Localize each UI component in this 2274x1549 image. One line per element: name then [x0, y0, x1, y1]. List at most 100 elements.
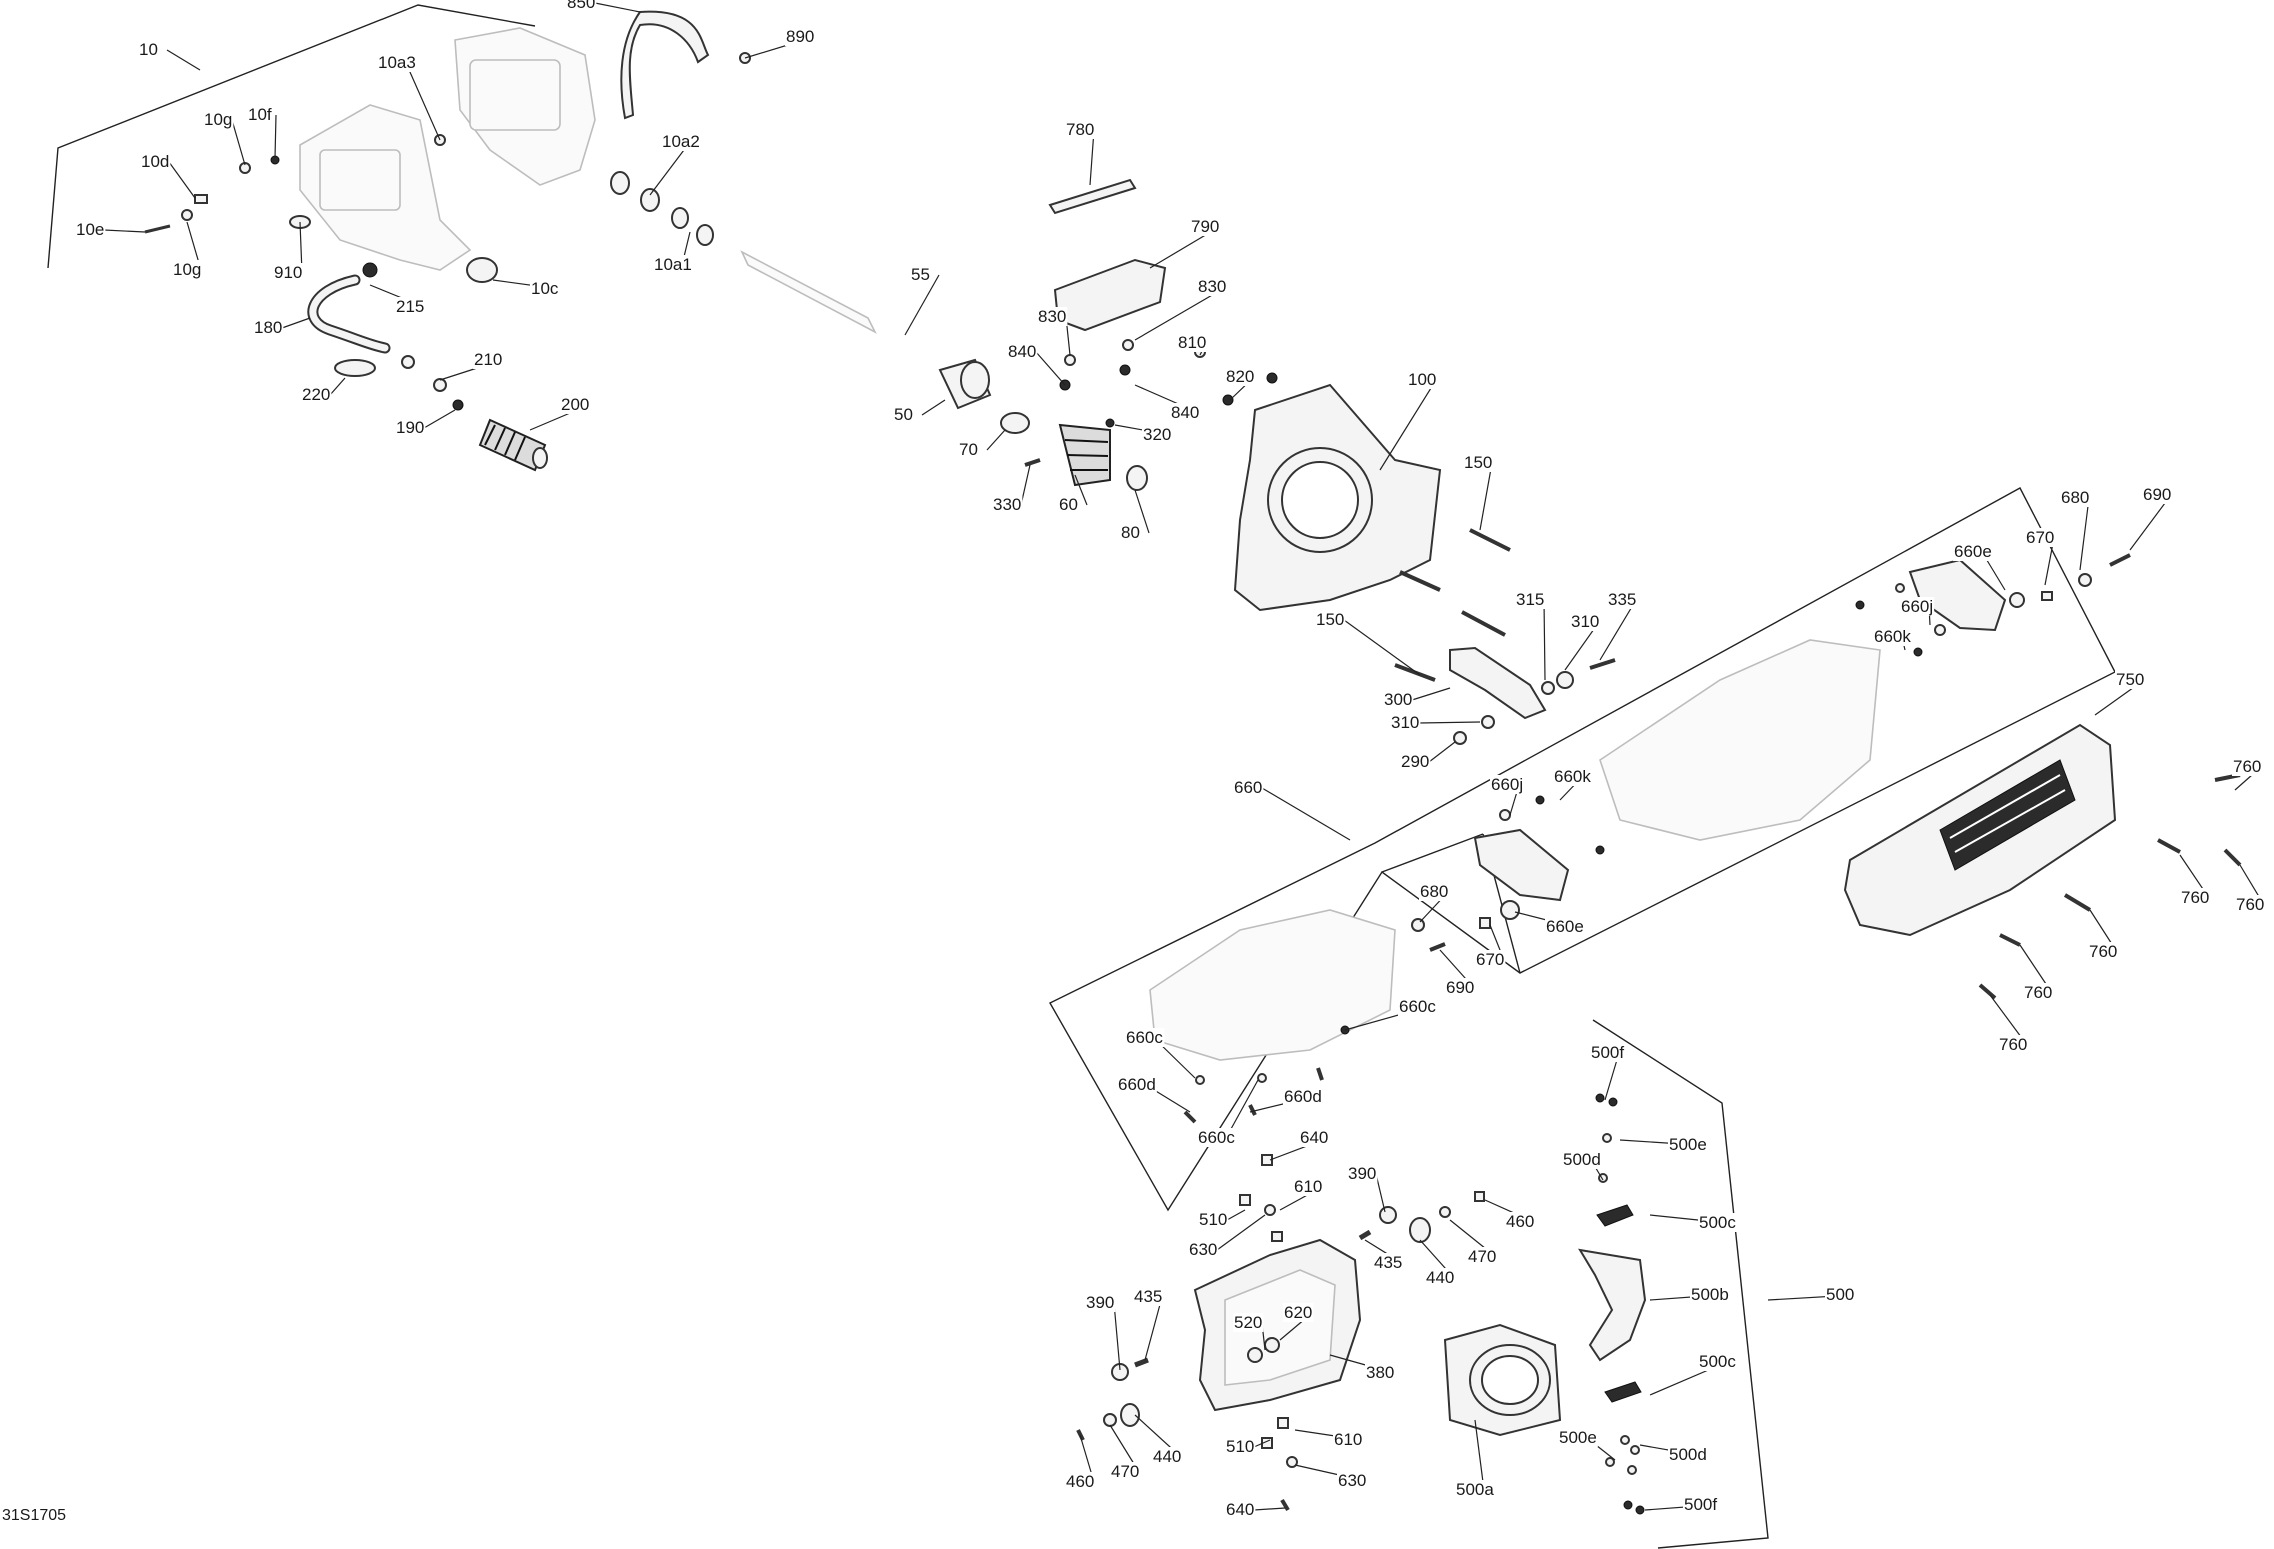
leader-line [904, 274, 940, 336]
callout-c-690-m: 690 [1439, 949, 1476, 997]
callout-c-670-r: 670 [2025, 528, 2056, 586]
callout-label: 60 [1059, 495, 1078, 514]
callout-label-bg [2180, 888, 2211, 907]
callout-c-890: 890 [744, 27, 816, 59]
drive-shaft-ghost [740, 250, 877, 334]
callout-label: 850 [567, 0, 595, 12]
callout-label: 500b [1691, 1285, 1729, 1304]
callout-label-bg [1505, 1212, 1536, 1231]
callout-c-10g-bot: 10g [172, 221, 203, 279]
callout-label: 190 [396, 418, 424, 437]
callout-label-bg [1188, 1240, 1219, 1259]
callout-label: 660e [1954, 542, 1992, 561]
leader-line [281, 317, 311, 329]
callout-c-510-t: 510 [1198, 1209, 1246, 1229]
callout-label-bg [1683, 1495, 1719, 1514]
figure-reference: 31S1705 [2, 1507, 66, 1524]
callout-label-bg [1117, 1075, 1157, 1094]
callout-label: 390 [1086, 1293, 1114, 1312]
callout-c-760-4: 760 [2088, 909, 2119, 961]
housing-100 [1233, 383, 1442, 612]
frame-660-inner-1 [1381, 833, 1484, 873]
callout-label-bg [1333, 1430, 1364, 1449]
callout-label: 660k [1554, 767, 1591, 786]
callout-c-460-t: 460 [1484, 1199, 1536, 1231]
leader-line [1261, 787, 1351, 841]
callout-label-bg [1998, 1035, 2029, 1054]
callout-label-bg [2025, 528, 2056, 547]
callout-label-bg [1455, 1480, 1496, 1499]
callout-label-bg [1065, 1472, 1096, 1491]
callout-c-310-b: 310 [1390, 713, 1481, 732]
callout-label: 830 [1198, 277, 1226, 296]
callout-label-bg [1085, 1293, 1116, 1312]
callout-label: 610 [1294, 1177, 1322, 1196]
callout-c-630-b: 630 [1294, 1464, 1368, 1490]
callout-label: 660c [1198, 1128, 1235, 1147]
callout-c-435-t: 435 [1364, 1239, 1404, 1272]
callout-label: 810 [1178, 333, 1206, 352]
callout-label: 200 [561, 395, 589, 414]
lever-300 [1449, 646, 1547, 720]
engine-block-ghost [299, 27, 596, 271]
callout-label: 500e [1669, 1135, 1707, 1154]
callout-label: 440 [1153, 1447, 1181, 1466]
callout-c-440-t: 440 [1419, 1239, 1456, 1287]
callout-c-10a1: 10a1 [653, 231, 693, 274]
clamp-70 [1000, 412, 1030, 434]
leader-line [1020, 464, 1031, 506]
leader-line [1253, 1507, 1286, 1511]
callout-label-bg [2023, 983, 2054, 1002]
callout-c-640-b: 640 [1225, 1500, 1286, 1519]
callout-label: 390 [1348, 1164, 1376, 1183]
leader-line [921, 399, 946, 416]
callout-c-840-b: 840 [1134, 384, 1201, 422]
leader-line [231, 119, 246, 166]
callout-c-435-l: 435 [1133, 1287, 1164, 1361]
callout-c-660c-b: 660c [1197, 1079, 1259, 1147]
callout-label: 750 [2116, 670, 2144, 689]
callout-c-440-l: 440 [1134, 1414, 1183, 1466]
callout-c-910: 910 [273, 221, 304, 282]
callout-label-bg [1007, 342, 1038, 361]
callout-label: 660d [1284, 1087, 1322, 1106]
callout-c-520: 520 [1233, 1313, 1266, 1351]
callout-label-bg [2060, 488, 2091, 507]
callout-label: 10a3 [378, 53, 416, 72]
callout-label-bg [1467, 1247, 1498, 1266]
leader-line [1144, 1296, 1163, 1361]
callout-label-bg [1562, 1150, 1602, 1169]
leader-line [1074, 474, 1088, 506]
callout-c-660c-r: 660c [1344, 997, 1438, 1031]
callout-c-660d-l: 660d [1117, 1075, 1191, 1113]
callout-c-290: 290 [1400, 741, 1456, 771]
callout-label: 760 [2089, 942, 2117, 961]
callout-label: 500d [1563, 1150, 1601, 1169]
callout-label-bg [1698, 1352, 1738, 1371]
callout-c-220: 220 [301, 377, 346, 404]
callout-label-bg [1125, 1028, 1165, 1047]
fairing-ghost-lower [1149, 909, 1396, 1061]
callout-c-100: 100 [1379, 370, 1438, 471]
callout-label: 500f [1684, 1495, 1717, 1514]
callout-label-bg [1190, 217, 1221, 236]
callout-label: 690 [2143, 485, 2171, 504]
callout-label: 215 [396, 297, 424, 316]
callout-label-bg [273, 263, 304, 282]
callout-label: 520 [1234, 1313, 1262, 1332]
callout-c-820: 820 [1225, 367, 1256, 401]
callout-label: 500c [1699, 1352, 1736, 1371]
callout-label-bg [1110, 1462, 1141, 1481]
leader-line [405, 62, 441, 141]
callout-label-bg [1347, 1164, 1378, 1183]
callout-label-bg [1953, 542, 1993, 561]
callout-label: 630 [1189, 1240, 1217, 1259]
callout-c-760-5: 760 [2019, 944, 2054, 1002]
callout-c-70: 70 [958, 429, 1006, 459]
callout-label-bg [1425, 1268, 1456, 1287]
callout-label-bg [1668, 1445, 1708, 1464]
callout-label-bg [653, 255, 693, 274]
leader-line [1543, 599, 1546, 681]
callout-label: 660j [1491, 775, 1523, 794]
